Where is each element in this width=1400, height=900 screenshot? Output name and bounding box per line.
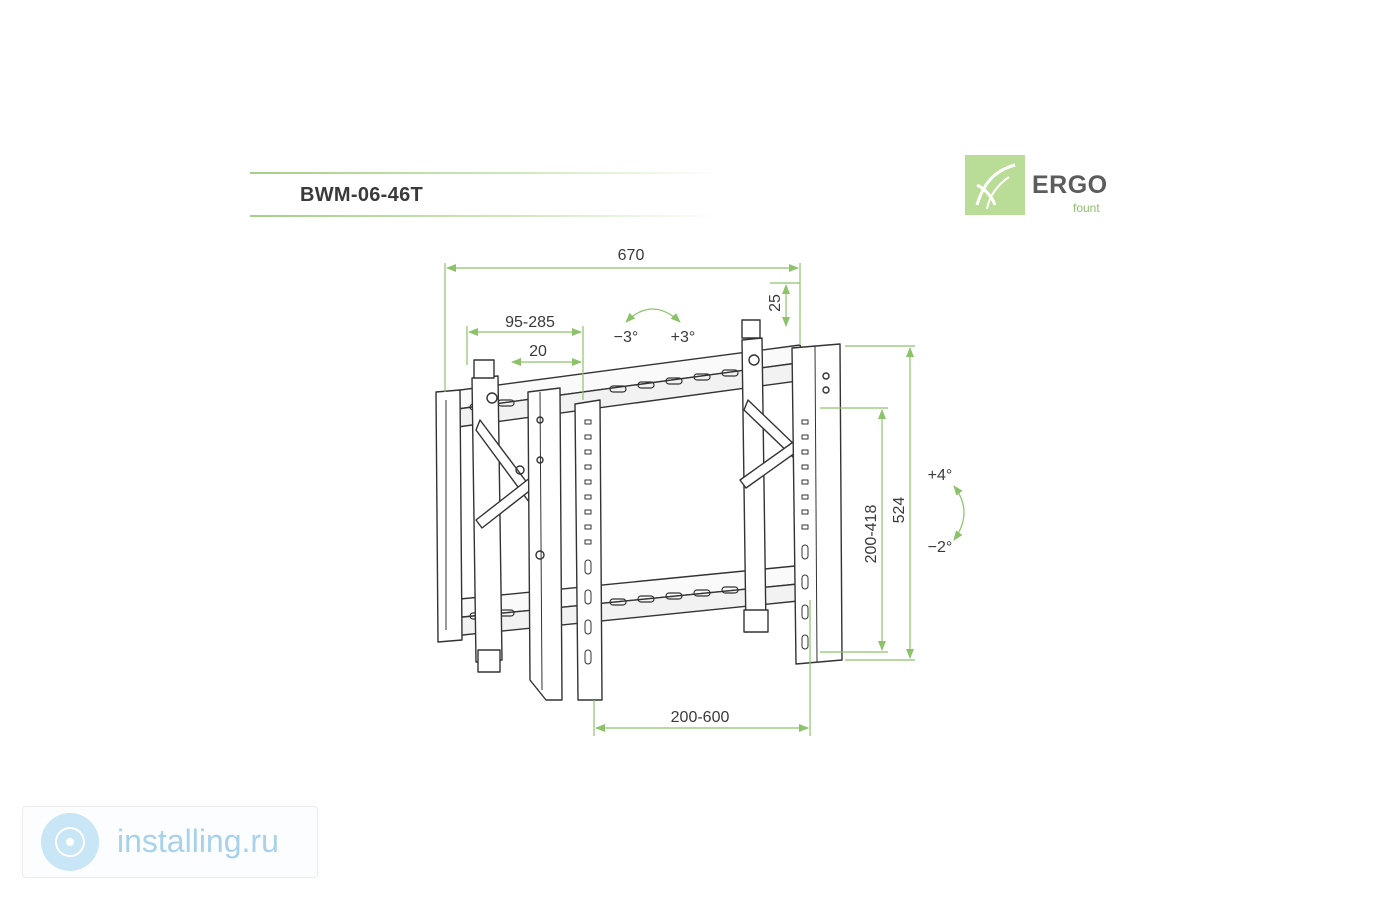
label-tilt-up: +4°	[928, 467, 953, 484]
ergo-logo: ERGO fount	[965, 155, 1140, 215]
header-rule-top	[250, 172, 720, 174]
label-horizontal-range: 200-600	[671, 709, 730, 726]
label-arm-range: 95-285	[505, 314, 555, 331]
label-height: 524	[891, 497, 908, 524]
label-overall-width: 670	[618, 247, 645, 264]
center-bar-holes	[584, 419, 592, 665]
logo-subtitle: fount	[1073, 201, 1100, 215]
label-tilt-right: +3°	[671, 329, 696, 346]
model-title: BWM-06-46T	[300, 184, 424, 206]
header-rule-bottom	[250, 215, 720, 217]
watermark-text: installing.ru	[117, 823, 279, 859]
logo-swoosh-icon	[975, 163, 1016, 210]
label-offset: 20	[529, 343, 547, 360]
watermark-logo-icon	[41, 813, 99, 871]
dimension-lines	[444, 263, 965, 736]
label-tilt-down: −2°	[928, 539, 953, 556]
label-depth: 25	[767, 294, 784, 312]
label-tilt-left: −3°	[614, 329, 639, 346]
wall-mount-frame	[435, 319, 843, 701]
site-watermark: installing.ru	[22, 806, 318, 878]
label-vertical-range: 200-418	[863, 505, 880, 564]
logo-name: ERGO	[1032, 171, 1108, 199]
logo-mark	[965, 155, 1025, 215]
right-bar-holes	[801, 419, 809, 650]
